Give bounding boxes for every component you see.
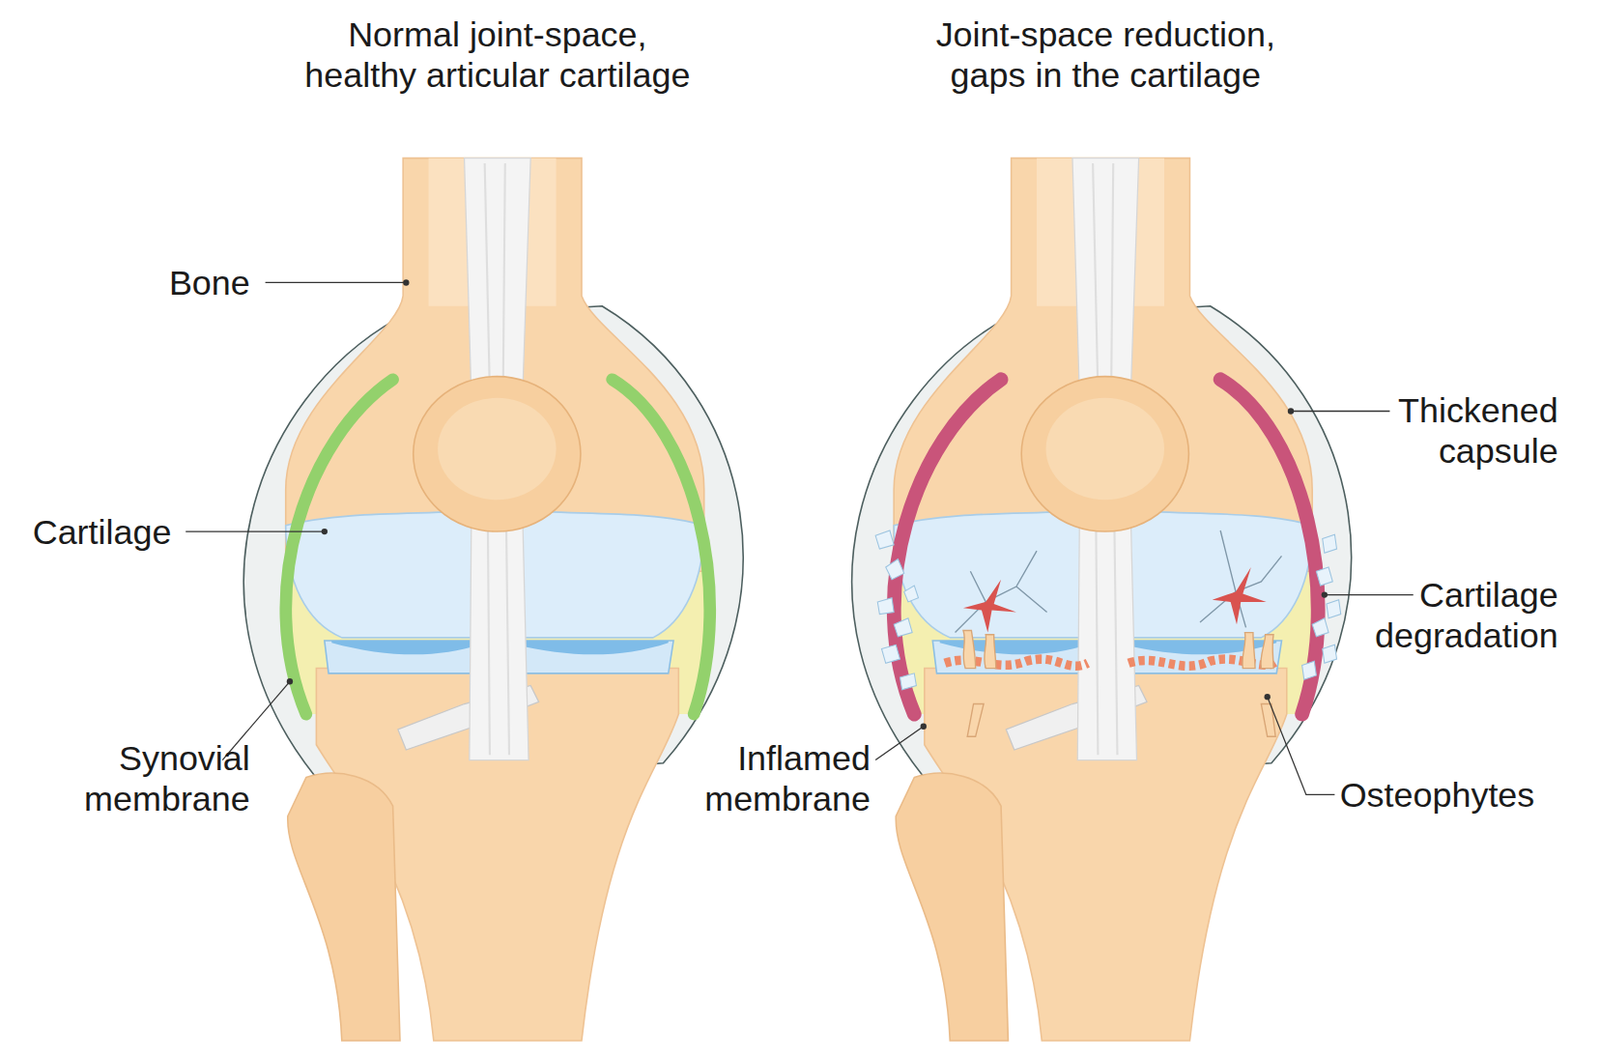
osteoarthritic-knee-part xyxy=(875,530,1342,690)
leader-lines-part xyxy=(875,726,924,761)
osteoarthritic-knee-part-part xyxy=(963,629,976,668)
osteoarthritic-knee-part-part xyxy=(877,598,894,615)
leader-dots-part xyxy=(321,528,328,535)
osteoarthritic-knee-part-part xyxy=(967,704,984,738)
osteoarthritic-knee-part-part xyxy=(1260,634,1274,669)
osteoarthritic-knee-part-part xyxy=(1302,660,1317,680)
panel-heading: Joint-space reduction, gaps in the carti… xyxy=(904,13,1308,95)
osteoarthritic-knee-part xyxy=(963,629,1276,737)
osteoarthritic-knee-part-part xyxy=(1326,600,1342,619)
leader-dots-part xyxy=(1287,407,1294,414)
osteoarthritic-knee-part-part xyxy=(875,530,894,549)
leader-lines-part xyxy=(1290,410,1390,412)
leader-dots-part xyxy=(402,279,409,286)
part-label: Inflamed membrane xyxy=(691,737,871,819)
normal-knee-part xyxy=(243,158,743,1041)
part-label: Cartilage degradation xyxy=(1364,573,1559,656)
osteoarthritic-knee-part-part xyxy=(899,673,916,690)
part-label: Osteophytes xyxy=(1340,773,1565,815)
osteoarthritic-knee-part-part xyxy=(1260,704,1276,738)
osteoarthritic-knee-part xyxy=(955,550,1048,632)
leader-dots-part xyxy=(286,678,293,685)
leader-dots-part xyxy=(1264,693,1271,700)
osteoarthritic-knee-part xyxy=(893,379,1318,715)
leader-lines-part xyxy=(265,282,407,284)
part-label: Cartilage xyxy=(20,511,172,552)
leader-lines xyxy=(185,282,1414,795)
panel-heading: Normal joint-space, healthy articular ca… xyxy=(295,13,699,95)
osteoarthritic-knee-part-part xyxy=(881,644,900,663)
osteoarthritic-knee-part-part xyxy=(1242,632,1256,669)
normal-knee xyxy=(243,158,743,1041)
osteoarthritic-knee-part-part xyxy=(984,634,997,669)
leader-dots-part xyxy=(1321,591,1328,598)
leader-dots-part xyxy=(920,723,927,730)
part-label: Synovial membrane xyxy=(71,737,251,819)
osteoarthritic-knee-part-part xyxy=(1322,644,1338,663)
osteoarthritic-knee-part-part xyxy=(885,559,905,580)
osteoarthritic-knee-part xyxy=(963,579,1017,633)
leader-lines-part xyxy=(1267,696,1336,795)
leader-lines-part xyxy=(1324,594,1414,596)
leader-lines-part xyxy=(185,530,325,532)
part-label: Thickened capsule xyxy=(1384,389,1559,471)
osteoarthritic-knee-part-part xyxy=(1315,567,1333,586)
leader-dots xyxy=(286,279,1328,730)
osteoarthritic-knee-part xyxy=(1200,530,1282,628)
osteoarthritic-knee-part-part xyxy=(893,618,913,637)
osteoarthritic-knee-part-part xyxy=(904,585,919,602)
osteoarthritic-knee-part-part xyxy=(1312,618,1329,637)
normal-knee-part xyxy=(285,379,711,715)
osteoarthritic-knee-part-part xyxy=(1322,534,1338,553)
part-label: Bone xyxy=(46,261,251,303)
osteoarthritic-knee xyxy=(852,158,1352,1041)
osteoarthritic-knee-part xyxy=(852,158,1352,1041)
osteoarthritic-knee-part xyxy=(1212,567,1267,625)
